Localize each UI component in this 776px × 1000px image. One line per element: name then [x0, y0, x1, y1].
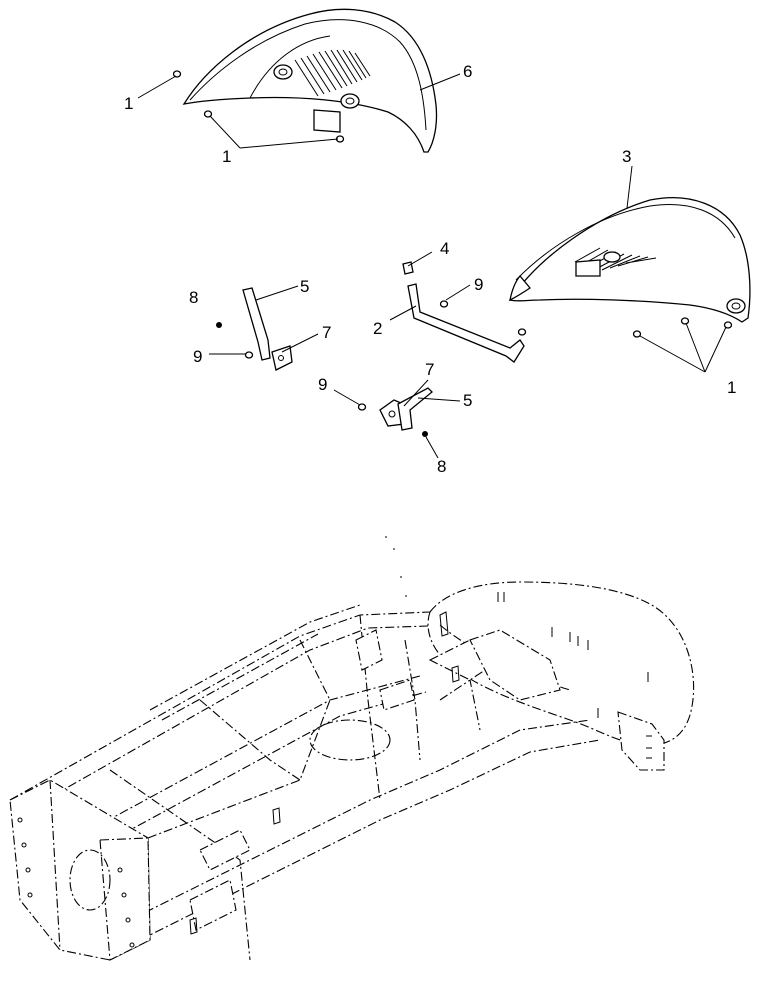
right-screw [357, 403, 367, 411]
right-fender [508, 197, 751, 323]
callout-1-a: 1 [124, 94, 133, 113]
callout-1-c: 1 [727, 378, 736, 397]
callout-3: 3 [622, 147, 631, 166]
right-washer [422, 431, 428, 437]
callout-8-a: 8 [189, 288, 198, 307]
callout-6: 6 [463, 62, 472, 81]
callout-8-b: 8 [437, 457, 446, 476]
callout-7-a: 7 [322, 323, 331, 342]
left-fender-louvres [294, 49, 371, 97]
callout-5-a: 5 [300, 277, 309, 296]
mount-studs [439, 592, 649, 718]
right-support-bracket [379, 387, 433, 431]
left-washer [216, 322, 222, 328]
callout-2: 2 [373, 319, 382, 338]
callout-9-c: 9 [318, 375, 327, 394]
left-screw [244, 351, 254, 359]
right-fender-bolts [632, 317, 733, 338]
callout-7-b: 7 [425, 360, 434, 379]
left-fender [182, 8, 438, 153]
callout-9-b: 9 [474, 275, 483, 294]
front-bolt-holes [17, 817, 135, 948]
callout-5-b: 5 [463, 391, 472, 410]
callout-1-b: 1 [222, 147, 231, 166]
leader-lines [137, 73, 727, 459]
callout-4: 4 [440, 239, 449, 258]
center-support-bar [402, 261, 527, 363]
left-support-bracket [242, 287, 293, 371]
tractor-rear-chassis-phantom [9, 536, 695, 961]
callout-9-a: 9 [193, 347, 202, 366]
callout-labels: 1 1 6 3 4 9 2 8 5 7 9 1 7 5 9 8 [124, 62, 736, 476]
